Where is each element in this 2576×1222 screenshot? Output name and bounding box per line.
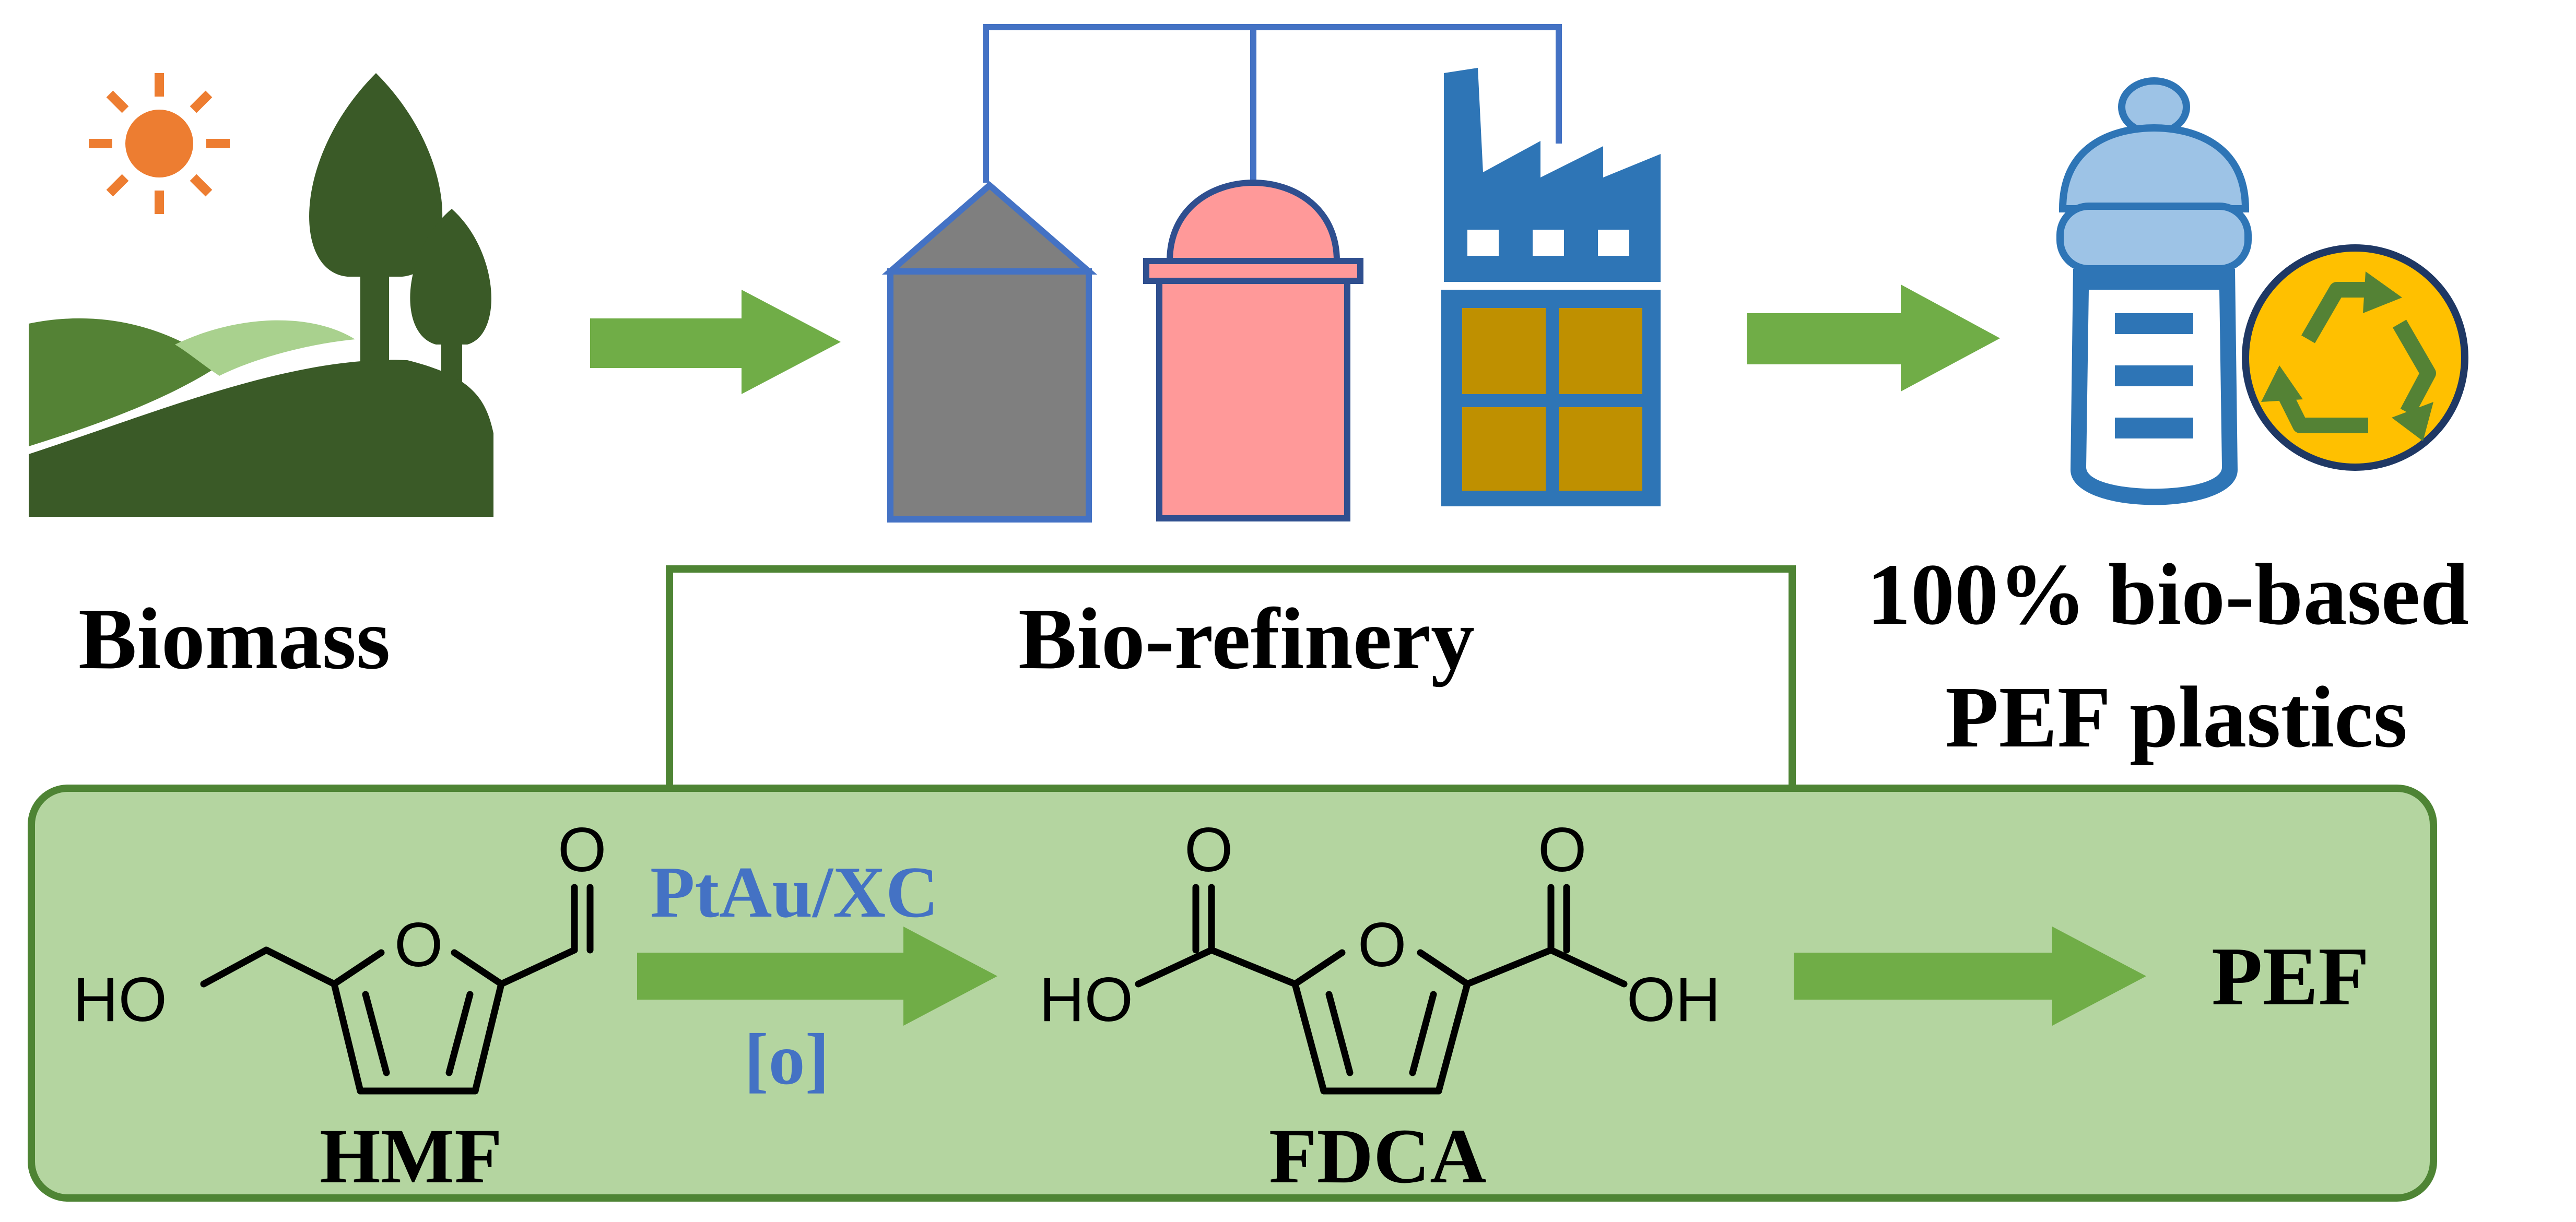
sun-icon	[89, 73, 230, 214]
arrow-fdca-to-pef	[1794, 927, 2146, 1026]
fdca-acid-o-right: O	[1538, 815, 1587, 885]
biorefinery-box	[666, 565, 1796, 797]
catalyst-label: PtAu/XC	[650, 852, 939, 933]
recycle-icon	[2242, 244, 2468, 471]
tank-icon	[1143, 180, 1363, 521]
hmf-ring-o: O	[394, 910, 443, 980]
hmf-carbonyl-o: O	[558, 815, 607, 885]
fdca-label: FDCA	[1269, 1113, 1487, 1200]
silo-icon	[881, 181, 1098, 523]
connecting-pipes	[983, 24, 1562, 193]
tree-icon	[309, 73, 491, 412]
fdca-acid-oh-left: HO	[1039, 965, 1133, 1035]
fdca-ring-o: O	[1358, 910, 1407, 980]
reaction-panel	[28, 785, 2437, 1202]
pef-label: PEF	[2212, 930, 2370, 1023]
biorefinery-icon	[881, 24, 1661, 523]
biorefinery-label: Bio-refinery	[1018, 590, 1475, 687]
bottle-icon	[2056, 77, 2252, 505]
field-icon	[29, 318, 493, 517]
arrow-hmf-to-fdca	[637, 927, 997, 1026]
arrow-to-biorefinery	[590, 290, 841, 394]
hmf-hydroxyl: HO	[73, 965, 167, 1035]
condition-label: [o]	[744, 1019, 830, 1100]
arrow-to-plastics	[1747, 284, 2000, 391]
factory-icon	[1441, 68, 1661, 506]
hmf-structure	[200, 884, 594, 1095]
hmf-label: HMF	[320, 1113, 502, 1200]
biomass-icon	[29, 73, 493, 517]
product-label-line1: 100% bio-based	[1867, 546, 2469, 643]
biomass-label: Biomass	[78, 590, 391, 687]
product-label-line2: PEF plastics	[1945, 669, 2408, 766]
fdca-acid-oh-right: OH	[1627, 965, 1721, 1035]
fdca-acid-o-left: O	[1184, 815, 1233, 885]
fdca-structure	[1135, 884, 1628, 1095]
